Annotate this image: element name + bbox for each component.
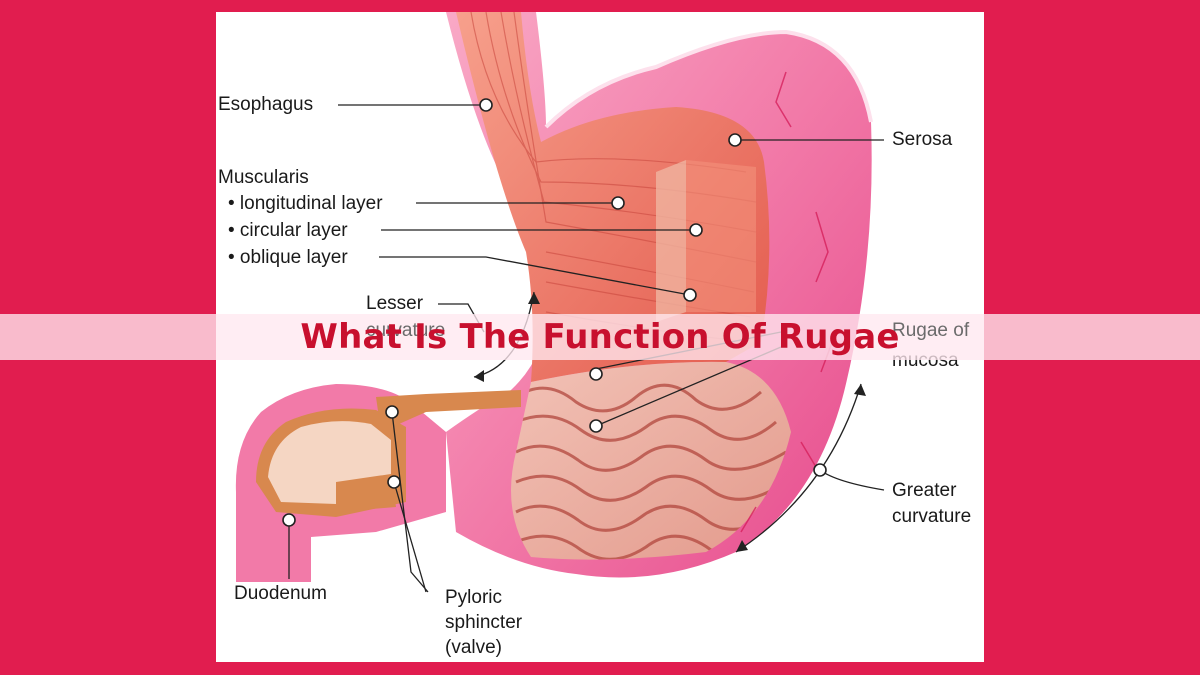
- label-longitudinal-layer: • longitudinal layer: [228, 193, 383, 214]
- label-lesser-curvature-line1: Lesser: [366, 293, 424, 314]
- label-pyloric-line3: (valve): [445, 637, 503, 658]
- label-greater-curvature-line2: curvature: [892, 506, 972, 527]
- label-serosa: Serosa: [892, 129, 953, 150]
- label-rugae-line1: Rugae of: [892, 320, 970, 341]
- label-duodenum: Duodenum: [234, 583, 327, 604]
- stomach-illustration: [235, 12, 885, 593]
- title-banner: [0, 314, 1200, 360]
- label-oblique-layer: • oblique layer: [228, 247, 348, 268]
- page-title: What Is The Function Of Rugae: [300, 317, 900, 357]
- label-esophagus: Esophagus: [218, 94, 314, 115]
- rugae-region: [511, 361, 791, 560]
- label-pyloric-line2: sphincter: [445, 612, 523, 633]
- label-muscularis: Muscularis: [218, 167, 309, 188]
- label-pyloric-line1: Pyloric: [445, 587, 503, 608]
- label-circular-layer: • circular layer: [228, 220, 348, 241]
- label-greater-curvature-line1: Greater: [892, 480, 957, 501]
- label-lesser-curvature-line2: curvature: [366, 320, 446, 341]
